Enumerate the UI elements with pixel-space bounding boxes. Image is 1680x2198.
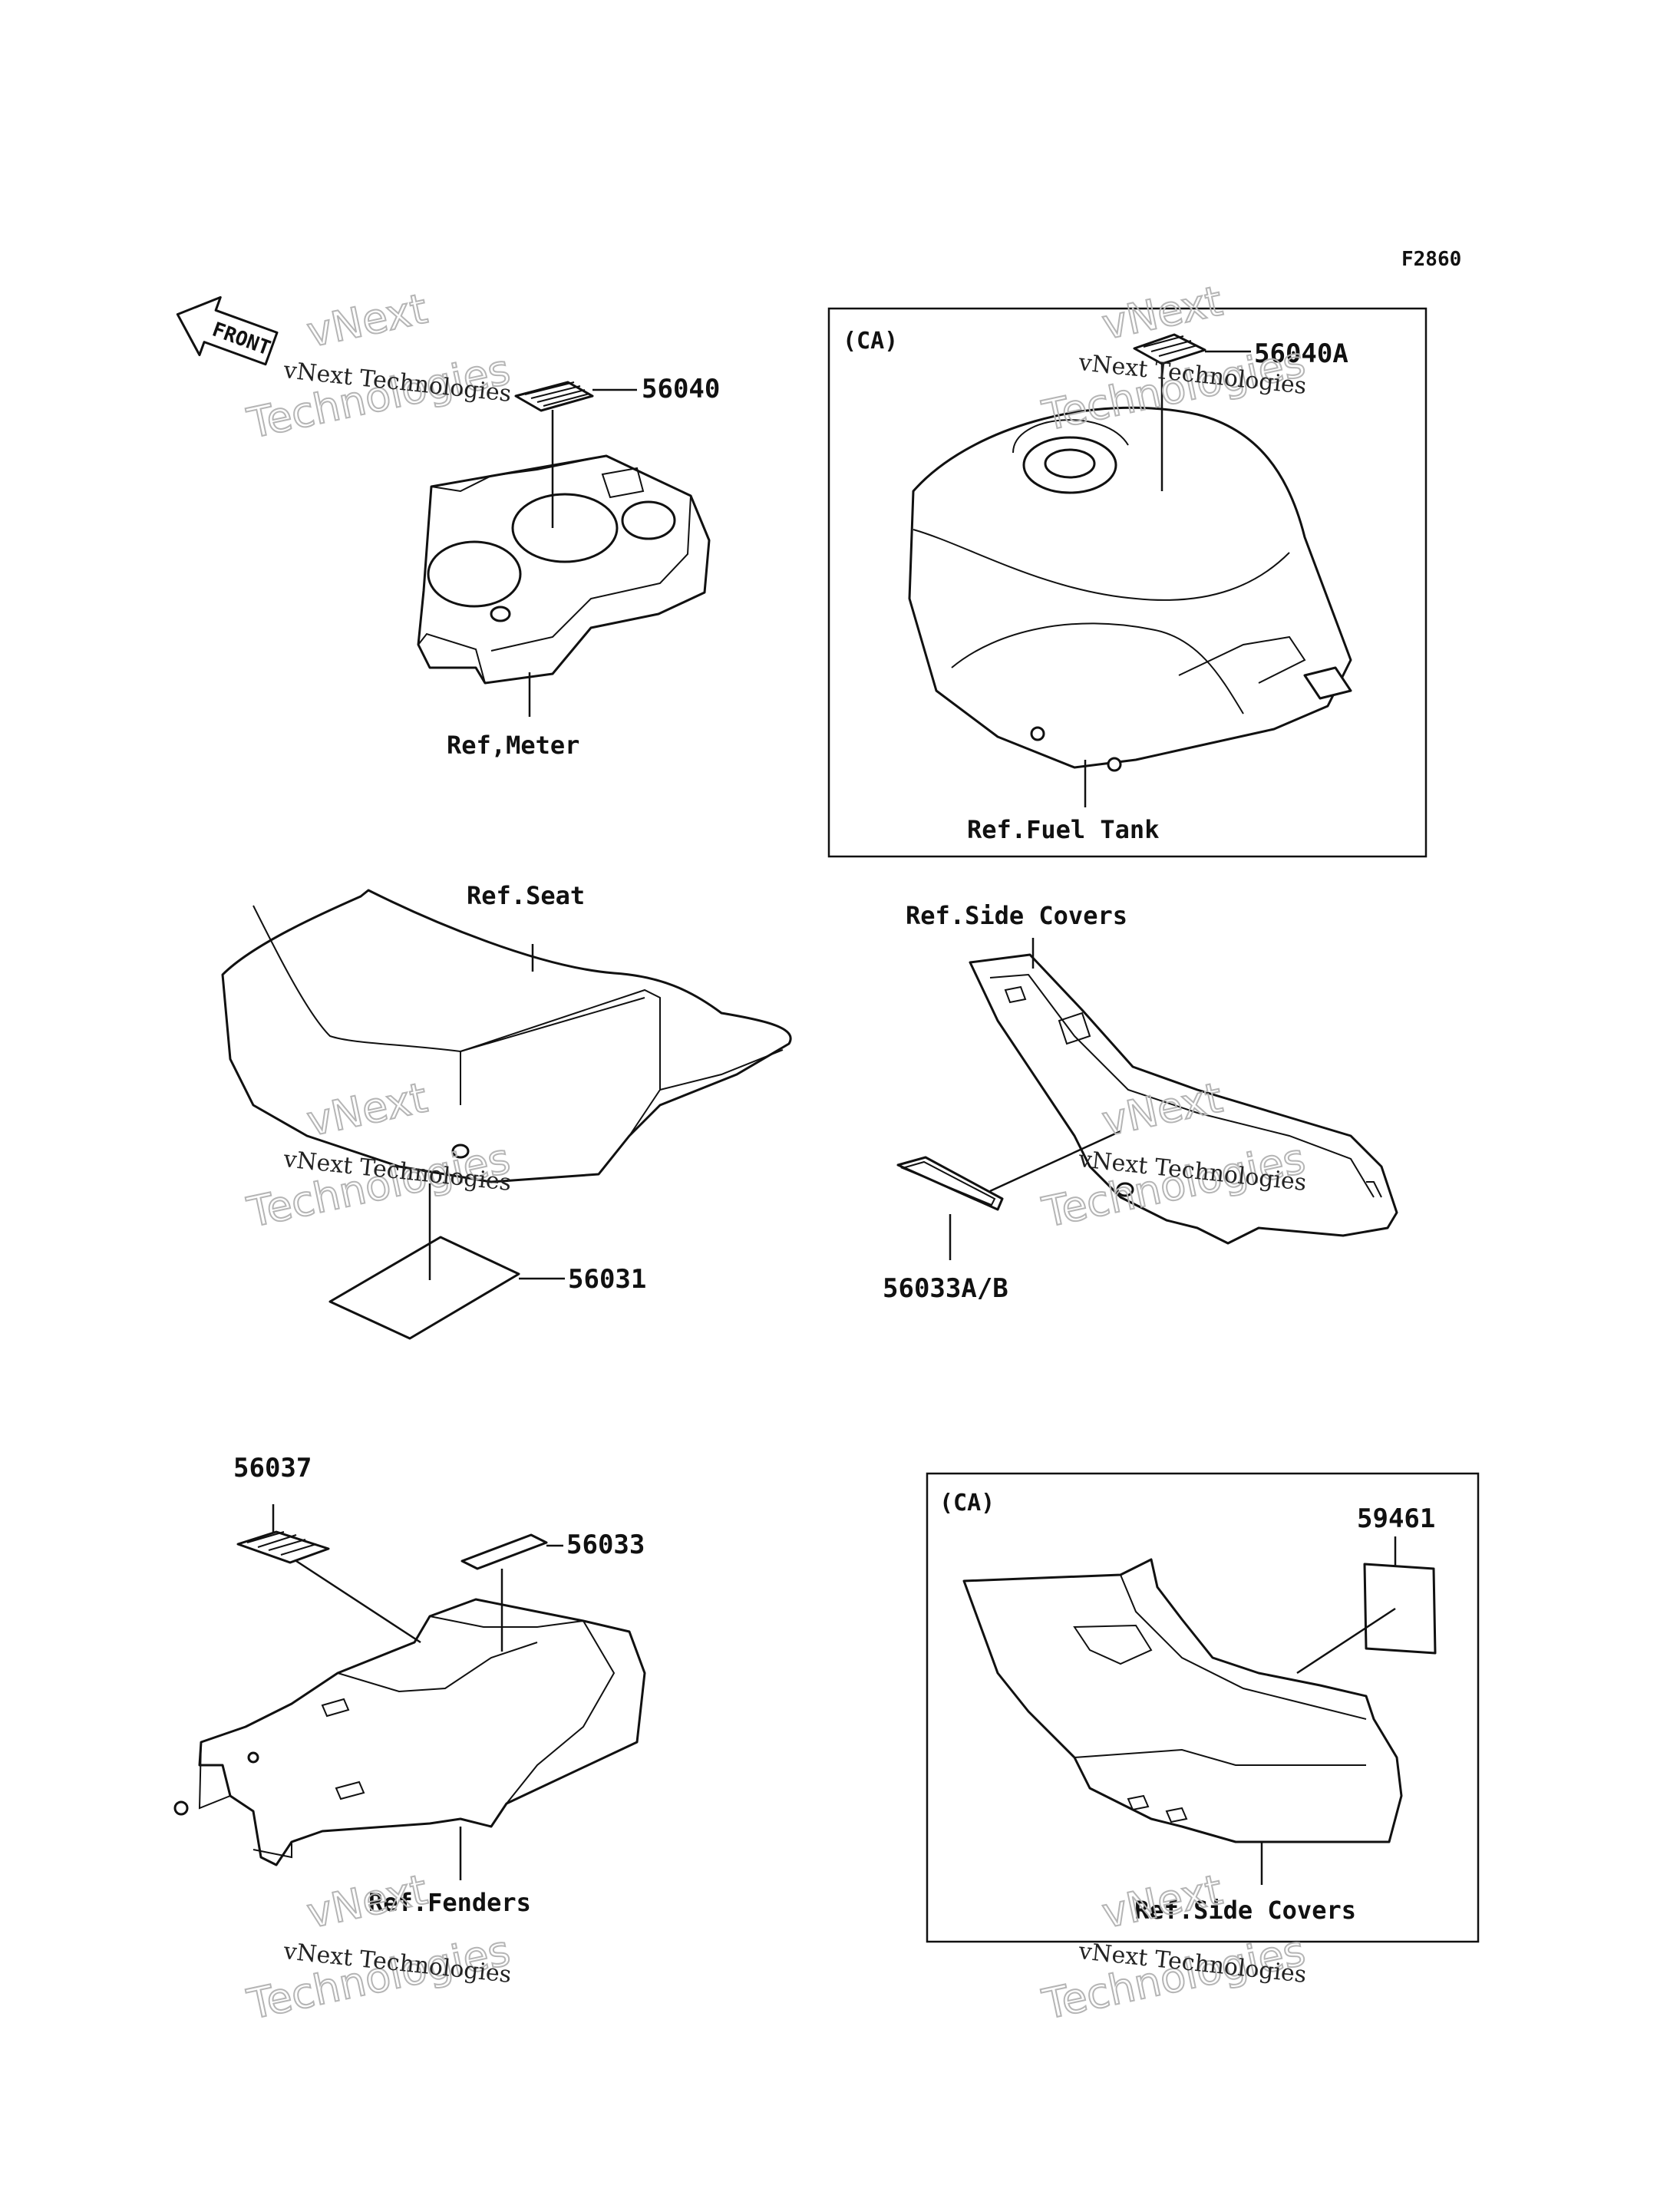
fuel-tank-ca-box [827, 307, 1428, 858]
fender-ref: Ref.Fenders [368, 1888, 531, 1917]
fuel-tank-part [908, 406, 1352, 772]
meter-ref: Ref,Meter [447, 731, 579, 760]
svg-text:vNext: vNext [1098, 1865, 1226, 1937]
side-cover-ca-box [926, 1472, 1480, 1943]
ca-side-cover-ref: Ref.Side Covers [1134, 1896, 1356, 1925]
fender-decal-b-part [460, 1533, 548, 1570]
watermark-top-left: vNext Technologies vNext Technologies [243, 283, 515, 448]
ca-side-cover-part [962, 1558, 1403, 1843]
tank-ref: Ref.Fuel Tank [967, 815, 1159, 844]
side-cover-ca-tag: (CA) [939, 1490, 995, 1516]
fender-decal-a-part [236, 1530, 330, 1564]
seat-label: 56031 [568, 1264, 646, 1295]
front-arrow-icon: FRONT [176, 295, 279, 366]
fender-label-a: 56037 [233, 1453, 312, 1483]
figure-code: F2860 [1401, 248, 1461, 271]
ca-side-cover-label: 59461 [1357, 1503, 1435, 1534]
seat-part [221, 889, 792, 1183]
fender-label-b: 56033 [566, 1530, 645, 1560]
side-cover-label: 56033A/B [883, 1273, 1008, 1304]
watermark-bottom-right: vNext Technologies vNext Technologies [1038, 1864, 1310, 2029]
tank-decal-part [1133, 333, 1206, 365]
meter-label: 56040 [642, 374, 720, 404]
ca-side-cover-decal-part [1363, 1563, 1437, 1655]
tank-label: 56040A [1254, 338, 1348, 369]
seat-ref: Ref.Seat [467, 881, 585, 910]
side-cover-part [969, 953, 1398, 1245]
side-cover-ref: Ref.Side Covers [906, 901, 1127, 930]
meter-decal-part [514, 381, 594, 412]
fender-part [173, 1598, 646, 1866]
side-cover-decal-part [896, 1156, 1004, 1211]
svg-text:vNext: vNext [303, 1865, 431, 1937]
svg-text:vNext: vNext [303, 284, 431, 356]
meter-cover-part [417, 454, 711, 685]
seat-decal-part [328, 1236, 520, 1340]
fuel-tank-ca-tag: (CA) [843, 328, 898, 355]
